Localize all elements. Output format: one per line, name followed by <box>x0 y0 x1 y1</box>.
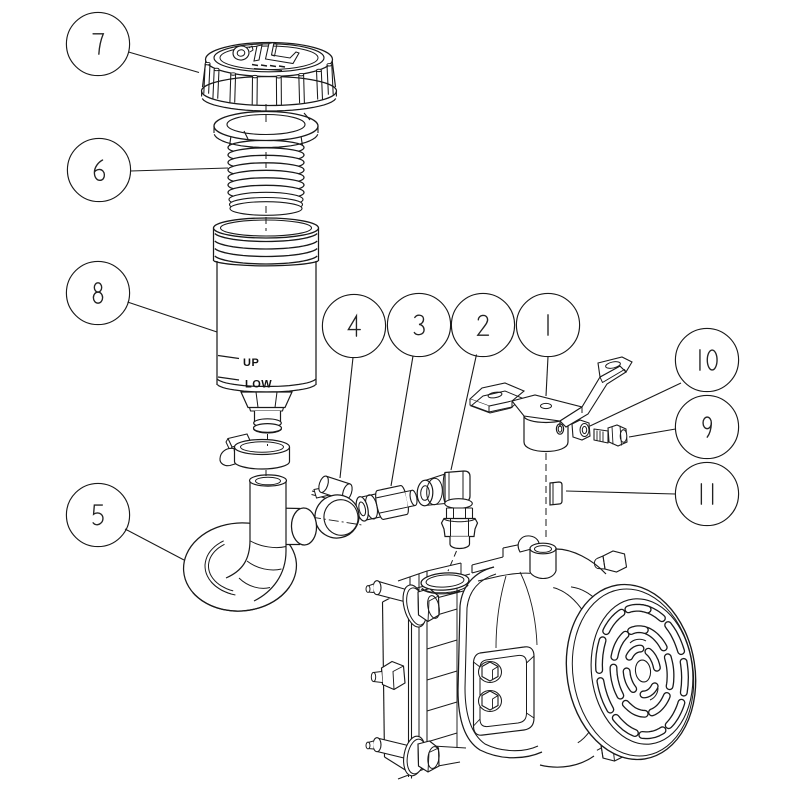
svg-text:LOW: LOW <box>245 379 272 391</box>
svg-text:UP: UP <box>243 357 259 369</box>
